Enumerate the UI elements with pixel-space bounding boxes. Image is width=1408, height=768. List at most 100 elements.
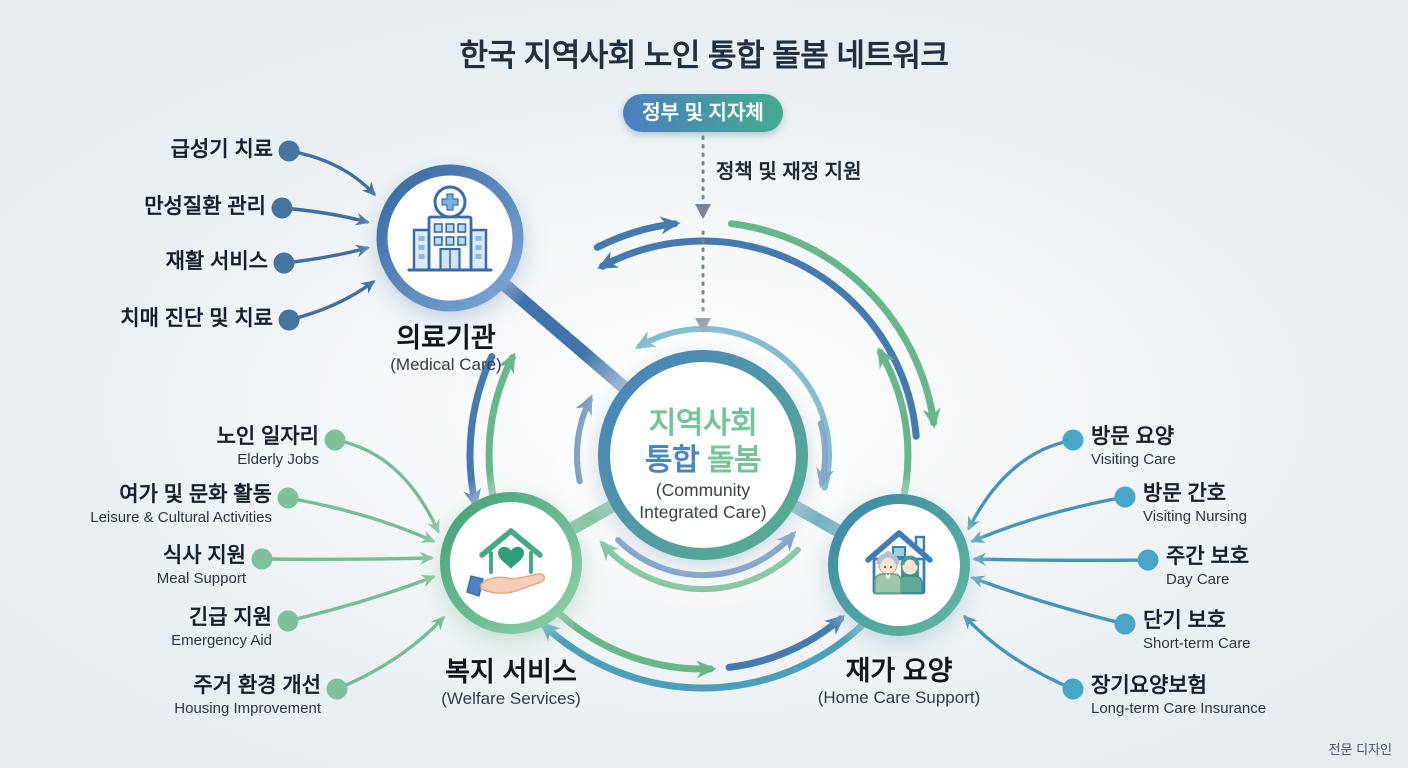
item-arrow: [280, 206, 370, 226]
welfare-item-housing-improvement: 주거 환경 개선 Housing Improvement: [174, 672, 321, 719]
welfare-node-label: 복지 서비스 (Welfare Services): [411, 656, 611, 710]
item-dot: [278, 140, 300, 162]
item-korean: 주간 보호: [1166, 545, 1250, 568]
item-dot: [271, 197, 293, 219]
item-english: Meal Support: [156, 570, 246, 587]
homecare-house-icon: [865, 530, 933, 595]
homecare-label-korean: 재가 요양: [845, 656, 953, 686]
welfare-label-korean: 복지 서비스: [445, 657, 577, 687]
welfare-item-leisure-culture: 여가 및 문화 활동 Leisure & Cultural Activities: [90, 481, 272, 528]
item-korean: 장기요양보험: [1091, 674, 1207, 697]
welfare-label-english: (Welfare Services): [441, 689, 581, 708]
item-korean: 만성질환 관리: [144, 195, 266, 218]
center-english-line2: Integrated Care): [639, 502, 767, 522]
homecare-item-visiting-nursing: 방문 간호 Visiting Nursing: [1143, 480, 1247, 527]
homecare-node-label: 재가 요양 (Home Care Support): [799, 655, 999, 709]
welfare-hand-house-icon: [466, 528, 545, 597]
item-korean: 재활 서비스: [165, 250, 268, 273]
homecare-item-dots: [1062, 429, 1159, 700]
flow-arc: [727, 220, 941, 429]
flow-arc: [597, 237, 920, 440]
homecare-item-longterm-insurance: 장기요양보험 Long-term Care Insurance: [1091, 672, 1266, 719]
item-korean: 단기 보호: [1143, 609, 1227, 632]
medical-label-korean: 의료기관: [396, 323, 496, 353]
item-english: Long-term Care Insurance: [1091, 700, 1267, 717]
item-korean: 주거 환경 개선: [193, 674, 321, 697]
item-arrow: [335, 615, 446, 691]
item-korean: 여가 및 문화 활동: [119, 483, 272, 506]
item-korean: 급성기 치료: [170, 138, 273, 161]
item-dot: [1114, 613, 1136, 635]
welfare-item-dots: [251, 429, 348, 700]
item-korean: 긴급 지원: [188, 606, 272, 629]
welfare-item-meal-support: 식사 지원 Meal Support: [157, 542, 246, 589]
item-arrow: [287, 149, 377, 197]
center-korean-line1: 지역사회: [648, 407, 758, 440]
item-arrow: [287, 280, 376, 322]
welfare-item-emergency-aid: 긴급 지원 Emergency Aid: [171, 604, 272, 651]
center-hub-label: 지역사회 통합 돌봄 (Community Integrated Care): [588, 405, 818, 523]
item-arrow: [967, 438, 1075, 531]
item-arrow: [970, 495, 1127, 543]
medical-label-english: (Medical Care): [390, 355, 502, 374]
medical-node-label: 의료기관 (Medical Care): [346, 322, 546, 376]
item-arrow: [333, 438, 440, 534]
medical-item-acute-care: 급성기 치료: [171, 136, 273, 163]
item-dot: [273, 252, 295, 274]
item-english: Day Care: [1166, 571, 1230, 588]
item-dot: [1114, 486, 1136, 508]
medical-item-rehabilitation: 재활 서비스: [166, 248, 268, 275]
item-arrow: [282, 244, 370, 265]
homecare-item-connectors: [962, 438, 1150, 691]
item-dot: [1062, 678, 1084, 700]
item-english: Leisure & Cultural Activities: [90, 509, 272, 526]
homecare-item-day-care: 주간 보호 Day Care: [1166, 543, 1249, 590]
welfare-item-connectors: [260, 438, 446, 691]
item-korean: 노인 일자리: [216, 425, 319, 448]
item-english: Elderly Jobs: [237, 451, 319, 468]
item-korean: 방문 요양: [1091, 425, 1175, 448]
center-korean-line2a: 통합: [644, 444, 700, 477]
item-dot: [1062, 429, 1084, 451]
item-dot: [277, 610, 299, 632]
item-english: Short-term Care: [1143, 635, 1251, 652]
welfare-item-elderly-jobs: 노인 일자리 Elderly Jobs: [217, 423, 319, 470]
item-english: Emergency Aid: [171, 632, 272, 649]
item-arrow: [286, 496, 436, 543]
credit-text: 전문 디자인: [1328, 742, 1392, 757]
flow-arc: [539, 621, 866, 692]
item-arrow: [962, 614, 1075, 691]
item-arrow: [286, 574, 436, 623]
homecare-item-visiting-care: 방문 요양 Visiting Care: [1091, 423, 1176, 470]
center-korean-line2: 통합 돌봄: [588, 442, 818, 479]
item-english: Visiting Care: [1091, 451, 1176, 468]
center-hub-circle: [598, 350, 808, 560]
center-korean-line2b: 돌봄: [706, 444, 762, 477]
center-english-line1: (Community: [655, 480, 751, 500]
item-dot: [251, 548, 273, 570]
item-english: Housing Improvement: [174, 700, 321, 717]
item-dot: [1137, 549, 1159, 571]
item-korean: 식사 지원: [162, 544, 246, 567]
hospital-icon: [407, 185, 493, 272]
item-korean: 치매 진단 및 치료: [120, 307, 273, 330]
item-dot: [278, 309, 300, 331]
item-dot: [324, 429, 346, 451]
medical-item-dementia: 치매 진단 및 치료: [120, 305, 273, 332]
medical-item-chronic-disease: 만성질환 관리: [144, 193, 266, 220]
item-arrow: [972, 552, 1150, 566]
arrowhead-down-icon: [695, 204, 711, 219]
homecare-label-english: (Home Care Support): [817, 688, 981, 707]
flow-arc: [593, 216, 681, 251]
item-arrow: [260, 551, 434, 565]
item-dot: [326, 678, 348, 700]
item-english: Visiting Nursing: [1143, 508, 1247, 525]
item-arrow: [970, 575, 1127, 626]
item-korean: 방문 간호: [1143, 482, 1227, 505]
page-title: 한국 지역사회 노인 통합 돌봄 네트워크: [459, 38, 949, 73]
homecare-item-short-term-care: 단기 보호 Short-term Care: [1143, 607, 1251, 654]
medical-item-dots: [271, 140, 300, 331]
policy-support-label: 정책 및 재정 지원: [716, 161, 862, 183]
